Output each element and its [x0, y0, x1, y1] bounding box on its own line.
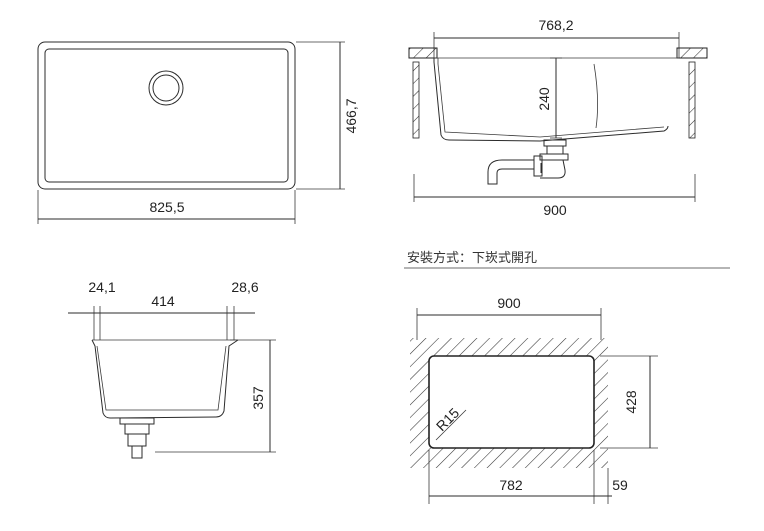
top-view: 466,7 825,5 — [37, 41, 359, 224]
install-method-caption: 安裝方式：下崁式開孔 — [407, 250, 537, 266]
sink-inner-outline — [44, 48, 289, 183]
drain-trap-icon — [487, 139, 569, 185]
right-countertop — [676, 47, 708, 59]
section-bowl-width-dimension: 414 — [151, 293, 175, 309]
cutout-outer-width-dimension: 900 — [497, 295, 521, 311]
cutout-radius-label: R15 — [433, 404, 463, 434]
side-depth-dimension: 240 — [536, 87, 552, 111]
section-bowl-inner — [96, 345, 227, 411]
drain-outer-icon — [148, 70, 184, 106]
section-right-rim-dimension: 28,6 — [231, 279, 258, 295]
right-cabinet-wall — [688, 61, 696, 139]
side-view: 768,2 240 900 — [408, 17, 708, 218]
drain-inner-icon — [152, 74, 180, 102]
cutout-margin-dimension: 59 — [612, 477, 628, 493]
section-view: 24,1 414 28,6 357 — [68, 279, 276, 459]
cutout-opening — [428, 355, 595, 449]
section-left-rim-dimension: 24,1 — [88, 279, 115, 295]
top-height-dimension: 466,7 — [343, 98, 359, 133]
section-bowl-profile — [91, 339, 239, 419]
top-width-dimension: 825,5 — [149, 199, 184, 215]
cutout-inner-width-dimension: 782 — [499, 477, 523, 493]
side-basin-profile — [433, 58, 669, 142]
section-drain-icon — [119, 417, 155, 459]
left-countertop — [408, 47, 438, 59]
cutout-view: 900 R15 428 782 59 — [410, 295, 658, 504]
side-inner-width-dimension: 768,2 — [538, 17, 573, 33]
cutout-height-dimension: 428 — [623, 390, 639, 414]
sink-outer-outline — [37, 41, 296, 190]
side-basin-inner — [437, 58, 665, 138]
section-height-dimension: 357 — [250, 386, 266, 410]
left-cabinet-wall — [412, 61, 420, 139]
cutout-hatched-frame — [410, 338, 608, 468]
side-overall-width-dimension: 900 — [543, 202, 567, 218]
install-note: 安裝方式：下崁式開孔 — [404, 250, 730, 269]
